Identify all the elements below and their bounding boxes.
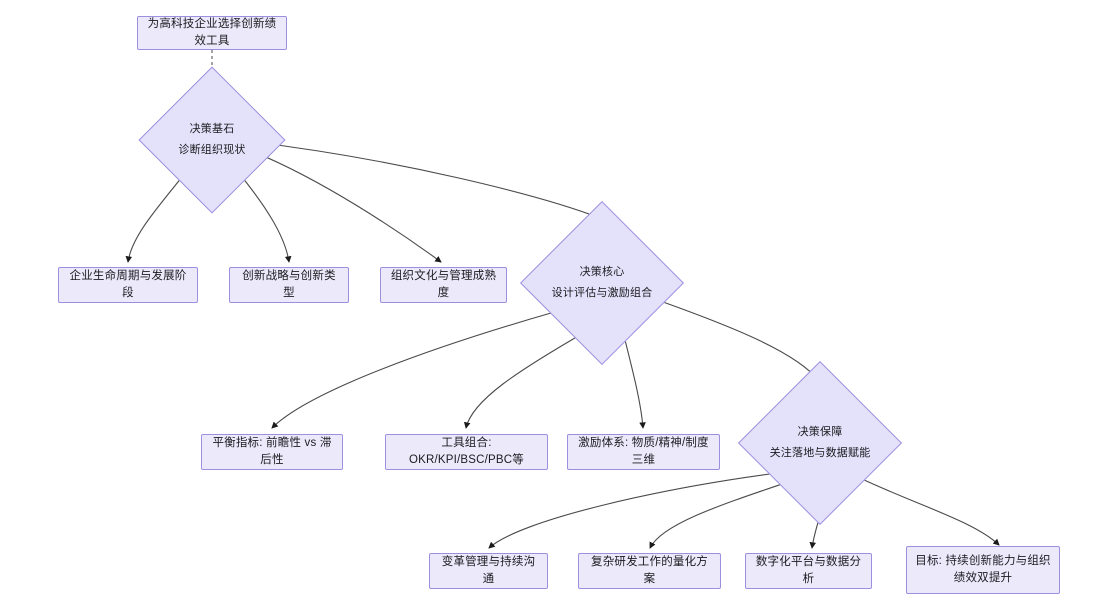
edge-d2-to-p5	[463, 334, 581, 429]
node-decision-d3[interactable]: 决策保障 关注落地与数据赋能	[737, 360, 903, 526]
node-p10-label: 目标: 持续创新能力与组织绩效双提升	[915, 555, 1051, 584]
node-p9[interactable]: 数字化平台与数据分析	[745, 553, 872, 589]
edge-d3-to-p7	[488, 471, 786, 549]
node-p5[interactable]: 工具组合: OKR/KPI/BSC/PBC等	[385, 434, 548, 470]
diamond-d1-line1: 决策基石	[189, 123, 235, 136]
diamond-d2-line2: 设计评估与激励组合	[551, 287, 653, 299]
node-p6-label: 激励体系: 物质/精神/制度三维	[578, 437, 709, 466]
edge-d3-to-p10	[861, 478, 1000, 546]
edge-d2-to-p4	[271, 312, 552, 429]
node-p4[interactable]: 平衡指标: 前瞻性 vs 滞后性	[201, 434, 343, 470]
node-p9-label: 数字化平台与数据分析	[755, 556, 862, 585]
node-p5-label: 工具组合: OKR/KPI/BSC/PBC等	[408, 437, 525, 466]
edge-d1-to-d2	[253, 141, 601, 220]
node-decision-d2[interactable]: 决策核心 设计评估与激励组合	[519, 200, 685, 366]
diamond-d3-line1: 决策保障	[797, 426, 843, 439]
node-p1[interactable]: 企业生命周期与发展阶段	[58, 267, 198, 303]
node-p3-label: 组织文化与管理成熟度	[390, 270, 497, 299]
node-p3[interactable]: 组织文化与管理成熟度	[380, 267, 507, 303]
edge-d2-to-d3	[662, 301, 819, 381]
node-p10[interactable]: 目标: 持续创新能力与组织绩效双提升	[906, 546, 1060, 594]
node-title-label: 为高科技企业选择创新绩效工具	[147, 18, 277, 47]
node-p8-label: 复杂研发工作的量化方案	[591, 556, 708, 585]
node-p6[interactable]: 激励体系: 物质/精神/制度三维	[567, 434, 720, 470]
diamond-d2-line1: 决策核心	[579, 266, 625, 279]
diamond-label-d2: 决策核心 设计评估与激励组合	[544, 225, 660, 341]
node-p7[interactable]: 变革管理与持续沟通	[429, 553, 548, 589]
node-p2-label: 创新战略与创新类型	[242, 270, 336, 299]
node-decision-d1[interactable]: 决策基石 诊断组织现状	[138, 66, 286, 214]
node-p4-label: 平衡指标: 前瞻性 vs 滞后性	[212, 437, 332, 466]
diamond-label-d1: 决策基石 诊断组织现状	[160, 88, 264, 192]
edge-d1-to-p3	[248, 149, 442, 263]
edge-d2-to-p6	[623, 335, 646, 429]
diamond-d1-line2: 诊断组织现状	[178, 144, 246, 156]
node-p7-label: 变革管理与持续沟通	[441, 556, 536, 585]
node-p1-label: 企业生命周期与发展阶段	[69, 270, 187, 299]
node-p2[interactable]: 创新战略与创新类型	[229, 267, 349, 303]
node-title[interactable]: 为高科技企业选择创新绩效工具	[137, 16, 287, 50]
diamond-d3-line2: 关注落地与数据赋能	[769, 447, 871, 459]
node-p8[interactable]: 复杂研发工作的量化方案	[578, 553, 721, 589]
diamond-label-d3: 决策保障 关注落地与数据赋能	[762, 385, 878, 501]
